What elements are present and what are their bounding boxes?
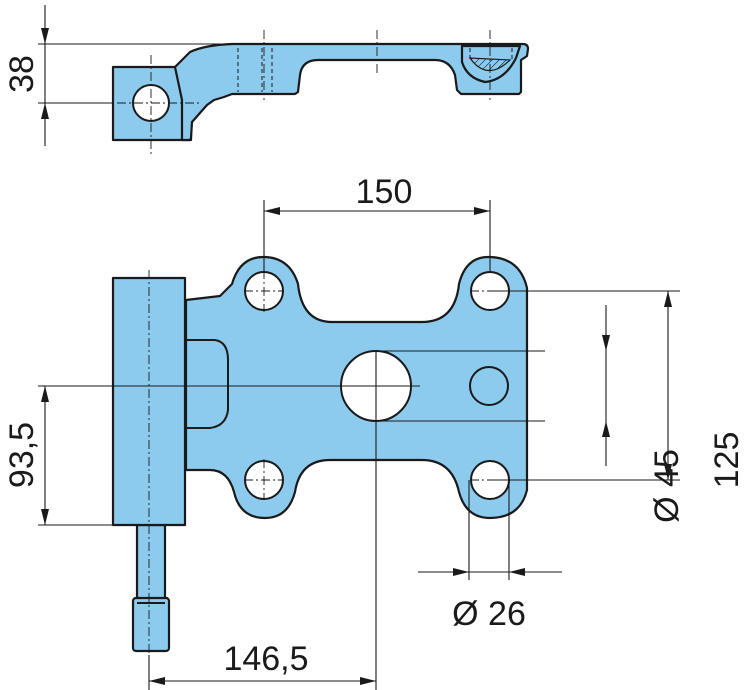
dim-150-label: 150: [356, 173, 413, 211]
dim-146-5-arrow: [149, 677, 165, 685]
dim-93-5-arrow: [41, 386, 49, 402]
dim-dia-26: Ø 26: [418, 480, 562, 633]
main-view: [111, 255, 529, 655]
top-view: [100, 30, 530, 155]
pivot-pin-thread: [131, 596, 171, 653]
dim-dia-45: Ø 45: [376, 305, 686, 523]
dim-93-5: 93,5: [3, 385, 420, 526]
dim-146-5-arrow: [360, 677, 376, 685]
plate-web-edge: [186, 339, 229, 429]
dim-dia-26-label: Ø 26: [452, 595, 526, 633]
locating-hole: [469, 366, 509, 406]
dim-dia-45-label: Ø 45: [648, 449, 686, 523]
dim-38-label: 38: [3, 55, 41, 93]
dim-150-arrow: [474, 207, 490, 215]
dim-dia-26-arrow: [453, 568, 469, 576]
dim-38: 38: [3, 5, 240, 146]
dim-125-arrow: [664, 291, 672, 307]
dim-dia-45-arrow: [602, 335, 610, 351]
dim-dia-26-arrow: [509, 568, 525, 576]
dim-dia-45-arrow: [602, 421, 610, 437]
dim-146-5-label: 146,5: [223, 640, 308, 678]
dim-38-arrow: [41, 103, 49, 119]
dim-125-arrow: [664, 464, 672, 480]
dim-38-arrow: [41, 28, 49, 44]
dim-125-label: 125: [708, 432, 746, 489]
dim-146-5: 146,5: [148, 350, 377, 690]
dim-125: 125: [490, 290, 746, 489]
dim-150-arrow: [264, 207, 280, 215]
dim-150: 150: [263, 173, 491, 272]
dim-93-5-label: 93,5: [3, 422, 41, 488]
dim-93-5-arrow: [41, 509, 49, 525]
